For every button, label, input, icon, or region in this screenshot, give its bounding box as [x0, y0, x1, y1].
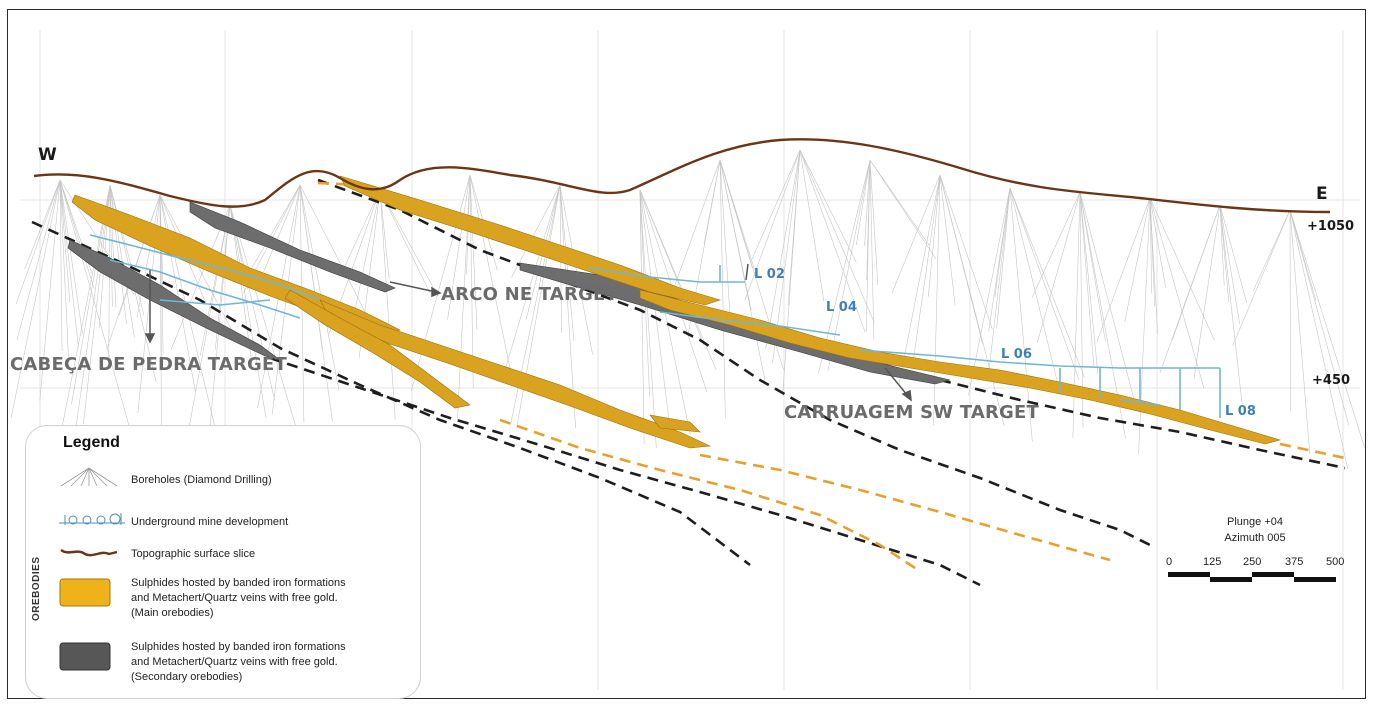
legend-topographic: Topographic surface slice: [131, 548, 256, 560]
scale-tick-500: 500: [1326, 556, 1345, 568]
legend-secondary-line2: and Metachert/Quartz veins with free gol…: [131, 656, 338, 668]
legend-main-line3: (Main orebodies): [131, 607, 214, 619]
elevation-upper: +1050: [1307, 219, 1355, 234]
scale-bar: [1168, 572, 1336, 582]
azimuth-label: Azimuth 005: [1224, 532, 1286, 544]
legend-main-line2: and Metachert/Quartz veins with free gol…: [131, 592, 338, 604]
underground-symbol-icon: [59, 513, 125, 525]
level-l06: L 06: [1001, 347, 1032, 362]
legend-underground: Underground mine development: [131, 516, 289, 528]
scale-tick-250: 250: [1243, 556, 1262, 568]
leader-arrows: [144, 263, 912, 402]
orebodies-vertical-label: OREBODIES: [31, 556, 42, 621]
level-l02: L 02: [754, 267, 785, 282]
scale-block: Plunge +04 Azimuth 005 0 125 250 375 500: [1160, 514, 1350, 594]
legend-main-orebodies: Sulphides hosted by banded iron formatio…: [131, 576, 346, 621]
plunge-label: Plunge +04: [1227, 516, 1283, 528]
main-orebody-swatch-icon: [59, 578, 111, 607]
target-arco-ne: ARCO NE TARGET: [441, 284, 619, 305]
level-l04: L 04: [826, 300, 857, 315]
main-orebodies: [71, 175, 1282, 449]
west-label: W: [38, 145, 57, 165]
legend-panel: Legend Boreholes (Diamond Drilling) Unde…: [25, 425, 421, 699]
boreholes: [10, 149, 1365, 470]
legend-secondary-orebodies: Sulphides hosted by banded iron formatio…: [131, 640, 346, 685]
dashed-projections: [31, 178, 1346, 587]
scale-tick-125: 125: [1203, 556, 1222, 568]
legend-secondary-line1: Sulphides hosted by banded iron formatio…: [131, 641, 346, 653]
target-carruagem-sw: CARRUAGEM SW TARGET: [784, 402, 1040, 423]
legend-boreholes: Boreholes (Diamond Drilling): [131, 474, 272, 486]
east-label: E: [1316, 184, 1328, 204]
borehole-symbol-icon: [60, 467, 118, 487]
legend-main-line1: Sulphides hosted by banded iron formatio…: [131, 577, 346, 589]
scale-tick-375: 375: [1285, 556, 1304, 568]
target-cabeca-de-pedra: CABEÇA DE PEDRA TARGET: [10, 354, 287, 375]
legend-title: Legend: [63, 434, 120, 451]
topographic-surface: [33, 138, 1331, 214]
secondary-orebody-swatch-icon: [59, 642, 111, 671]
topographic-symbol-icon: [60, 548, 118, 557]
scale-tick-0: 0: [1166, 556, 1173, 568]
underground-development: [89, 234, 1221, 418]
level-l08: L 08: [1225, 404, 1256, 419]
legend-secondary-line3: (Secondary orebodies): [131, 671, 243, 683]
elevation-lower: +450: [1312, 373, 1351, 388]
